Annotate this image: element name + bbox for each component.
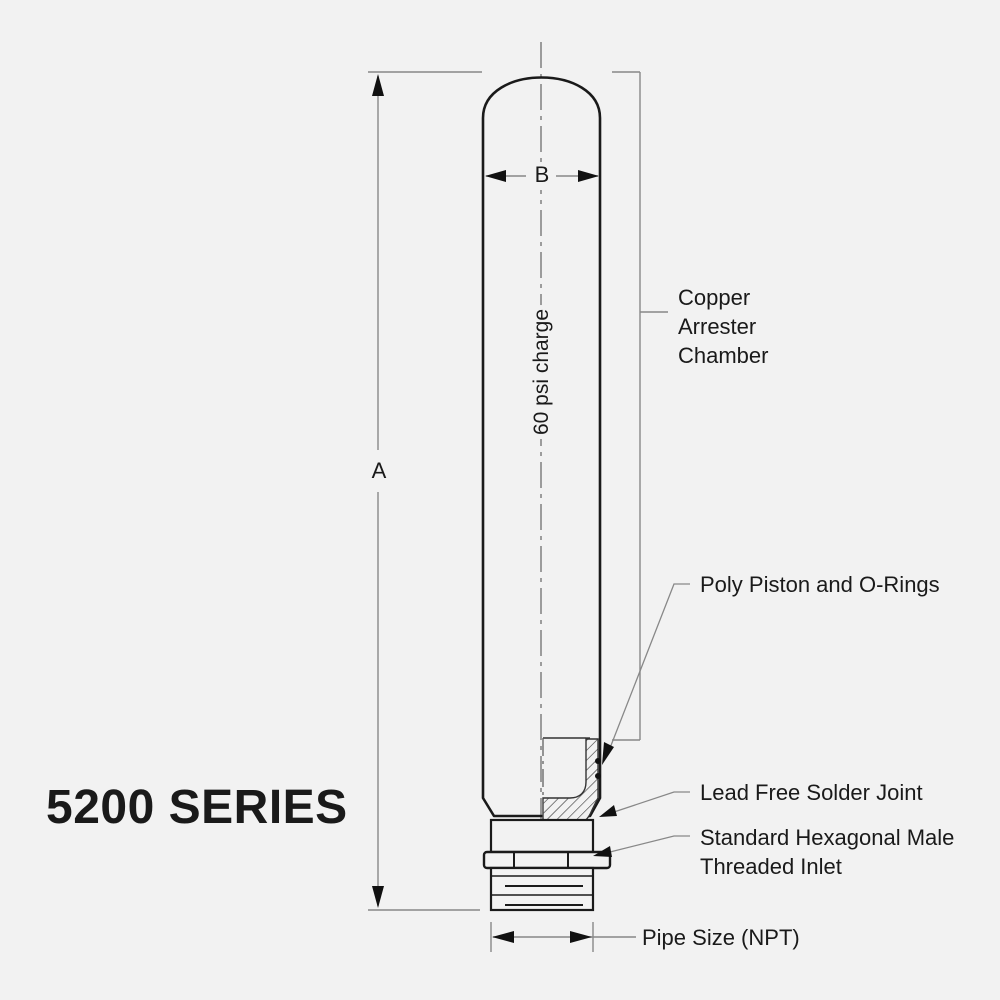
charge-pressure-label: 60 psi charge — [530, 304, 554, 440]
copper-chamber — [481, 76, 602, 818]
callout-hex-inlet: Standard Hexagonal Male Threaded Inlet — [700, 823, 954, 881]
callout-copper-chamber: Copper Arrester Chamber — [678, 283, 768, 370]
dimension-pipe-size — [490, 922, 636, 952]
callout-solder-joint: Lead Free Solder Joint — [700, 780, 923, 805]
callout-hex-inlet-line-2: Threaded Inlet — [700, 854, 842, 879]
dimension-b — [485, 170, 599, 182]
pipe-size-label: Pipe Size (NPT) — [642, 925, 800, 950]
callout-poly-piston: Poly Piston and O-Rings — [700, 572, 940, 597]
callout-copper-chamber-line-3: Chamber — [678, 343, 769, 368]
chamber-bracket — [612, 71, 668, 741]
dimension-b-label: B — [529, 162, 555, 190]
callout-hex-inlet-line-1: Standard Hexagonal Male — [700, 825, 955, 850]
hex-inlet — [482, 818, 612, 912]
callout-copper-chamber-line-2: Arrester — [678, 314, 757, 339]
series-title: 5200 SERIES — [46, 781, 348, 834]
dimension-a — [368, 71, 482, 911]
piston-section — [542, 737, 601, 825]
callout-leaders — [593, 583, 690, 857]
dimension-a-label: A — [368, 458, 390, 486]
callout-copper-chamber-line-1: Copper — [678, 285, 751, 310]
